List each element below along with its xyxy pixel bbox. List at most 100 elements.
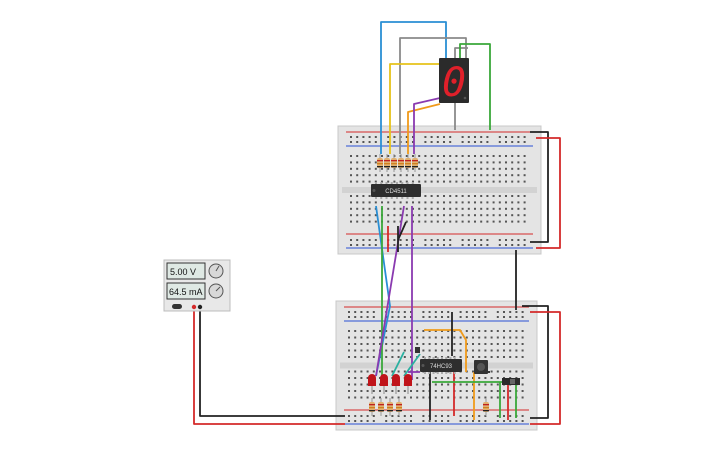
hole[interactable]	[486, 239, 489, 241]
hole[interactable]	[362, 239, 365, 241]
hole[interactable]	[360, 415, 363, 417]
hole[interactable]	[360, 311, 363, 313]
hole[interactable]	[368, 167, 371, 170]
hole[interactable]	[441, 316, 443, 318]
hole[interactable]	[385, 330, 388, 332]
hole[interactable]	[472, 349, 474, 352]
hole[interactable]	[461, 174, 464, 177]
hole[interactable]	[412, 174, 414, 177]
hole[interactable]	[348, 396, 350, 399]
hole[interactable]	[515, 343, 518, 345]
hole[interactable]	[467, 141, 470, 143]
hole[interactable]	[498, 136, 501, 138]
resistor[interactable]	[398, 154, 404, 172]
hole[interactable]	[455, 220, 458, 223]
wire-red[interactable]	[536, 137, 561, 249]
hole[interactable]	[449, 136, 452, 138]
hole[interactable]	[434, 390, 437, 392]
hole[interactable]	[443, 239, 445, 241]
hole[interactable]	[484, 316, 487, 318]
hole[interactable]	[480, 220, 483, 223]
hole[interactable]	[523, 174, 526, 177]
hole[interactable]	[503, 396, 505, 399]
hole[interactable]	[523, 141, 526, 143]
hole[interactable]	[509, 390, 512, 392]
hole[interactable]	[430, 207, 433, 210]
hole[interactable]	[403, 390, 406, 392]
hole[interactable]	[362, 195, 365, 197]
hole[interactable]	[362, 180, 365, 183]
hole[interactable]	[496, 370, 499, 373]
hole[interactable]	[449, 214, 452, 217]
hole[interactable]	[480, 195, 483, 197]
hole[interactable]	[362, 155, 365, 157]
hole[interactable]	[517, 244, 520, 246]
hole[interactable]	[474, 141, 476, 143]
hole[interactable]	[403, 343, 406, 345]
hole[interactable]	[478, 377, 481, 379]
hole[interactable]	[503, 390, 505, 392]
hole[interactable]	[356, 141, 359, 143]
hole[interactable]	[372, 343, 375, 345]
hole[interactable]	[379, 396, 381, 399]
hole[interactable]	[459, 415, 462, 417]
hole[interactable]	[381, 167, 383, 170]
hole[interactable]	[484, 383, 487, 386]
hole[interactable]	[517, 161, 520, 164]
hole[interactable]	[436, 141, 439, 143]
hole[interactable]	[430, 201, 433, 204]
hole[interactable]	[436, 239, 439, 241]
hole[interactable]	[385, 370, 388, 373]
hole[interactable]	[490, 330, 493, 332]
hole[interactable]	[472, 377, 474, 379]
hole[interactable]	[403, 330, 406, 332]
wire-red[interactable]	[193, 310, 345, 425]
hole[interactable]	[505, 244, 507, 246]
hole[interactable]	[391, 415, 394, 417]
hole[interactable]	[498, 174, 501, 177]
hole[interactable]	[511, 167, 514, 170]
hole[interactable]	[368, 207, 371, 210]
led-red[interactable]	[392, 374, 400, 394]
wire-gray[interactable]	[399, 37, 467, 154]
hole[interactable]	[356, 161, 359, 164]
resistor[interactable]	[387, 398, 393, 416]
hole[interactable]	[496, 383, 499, 386]
hole[interactable]	[443, 207, 445, 210]
hole[interactable]	[418, 167, 421, 170]
hole[interactable]	[368, 136, 371, 138]
hole[interactable]	[472, 415, 474, 417]
hole[interactable]	[424, 220, 427, 223]
hole[interactable]	[422, 377, 425, 379]
hole[interactable]	[372, 396, 375, 399]
hole[interactable]	[486, 136, 489, 138]
hole[interactable]	[424, 180, 427, 183]
hole[interactable]	[412, 155, 414, 157]
hole[interactable]	[368, 141, 371, 143]
hole[interactable]	[467, 195, 470, 197]
hole[interactable]	[447, 377, 450, 379]
hole[interactable]	[362, 207, 365, 210]
hole[interactable]	[366, 396, 369, 399]
resistor[interactable]	[377, 154, 383, 172]
hole[interactable]	[374, 180, 377, 183]
hole[interactable]	[428, 316, 431, 318]
hole[interactable]	[428, 336, 431, 339]
hole[interactable]	[449, 201, 452, 204]
hole[interactable]	[478, 336, 481, 339]
hole[interactable]	[356, 239, 359, 241]
hole[interactable]	[356, 136, 359, 138]
hole[interactable]	[424, 244, 427, 246]
hole[interactable]	[399, 207, 402, 210]
hole[interactable]	[472, 343, 474, 345]
hole[interactable]	[412, 207, 414, 210]
hole[interactable]	[459, 383, 462, 386]
hole[interactable]	[465, 311, 468, 313]
hole[interactable]	[434, 343, 437, 345]
hole[interactable]	[422, 390, 425, 392]
hole[interactable]	[350, 214, 352, 217]
hole[interactable]	[391, 349, 394, 352]
hole[interactable]	[436, 161, 439, 164]
wire-purple[interactable]	[413, 97, 441, 154]
